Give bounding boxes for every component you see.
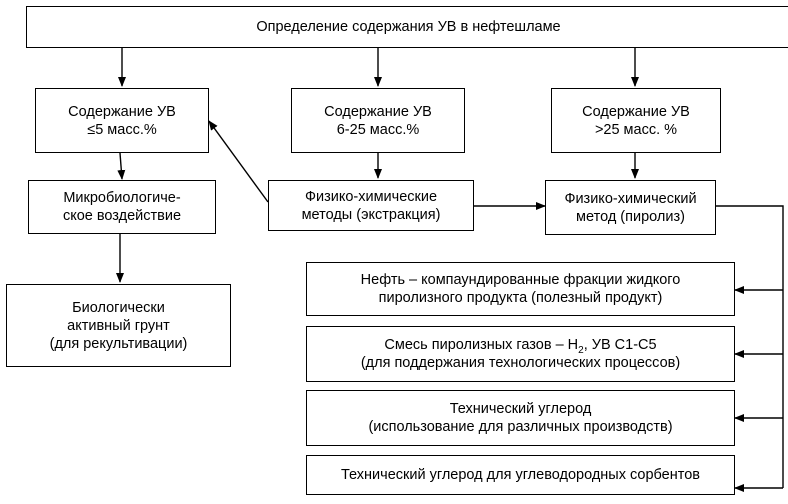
extraction-method-line1: Физико-химические (304, 188, 438, 205)
product-oil-line1: Нефть – компаундированные фракции жидког… (360, 272, 681, 288)
content-low-line1: Содержание УВ (68, 103, 176, 120)
extraction-method-line2: методы (экстракция) (301, 206, 441, 223)
product-sorbent-box: Технический углерод для углеводородных с… (306, 455, 735, 495)
content-low-box: Содержание УВ ≤5 масс.% (35, 88, 209, 153)
content-mid-line2: 6-25 масс.% (336, 121, 420, 138)
arrow-low-to-micro (117, 152, 126, 180)
micro-method-line2: ское воздействие (62, 208, 182, 224)
biological-soil-line1: Биологически (72, 299, 165, 316)
biological-soil-line3: (для рекультивации) (49, 335, 188, 352)
arrow-extraction-to-low (208, 120, 269, 203)
micro-method-box: Микробиологиче- ское воздействие (28, 180, 216, 234)
product-gas-line2: (для поддержания технологических процесс… (360, 355, 681, 371)
content-mid-box: Содержание УВ 6-25 масс.% (291, 88, 465, 153)
pyrolysis-method-box: Физико-химический метод (пиролиз) (545, 180, 716, 235)
product-carbon-line1: Технический углерод (449, 401, 592, 417)
biological-soil-line2: активный грунт (67, 317, 170, 334)
title-box: Определение содержания УВ в нефтешламе (26, 6, 788, 48)
title-text: Определение содержания УВ в нефтешламе (256, 19, 561, 35)
product-gas-line1: Смесь пиролизных газов – Н2, УВ С1-С5 (384, 336, 657, 356)
product-gas-prefix: Смесь пиролизных газов – Н (384, 337, 579, 353)
product-gas-box: Смесь пиролизных газов – Н2, УВ С1-С5 (д… (306, 326, 735, 382)
content-mid-line1: Содержание УВ (324, 103, 432, 120)
content-high-box: Содержание УВ >25 масс. % (551, 88, 721, 153)
pyrolysis-outlet-line (716, 205, 784, 488)
extraction-method-box: Физико-химические методы (экстракция) (268, 180, 474, 231)
product-oil-line2: пиролизного продукта (полезный продукт) (378, 290, 663, 306)
product-carbon-line2: (использование для различных производств… (368, 419, 673, 435)
micro-method-line1: Микробиологиче- (63, 190, 181, 206)
product-gas-suffix: , УВ С1-С5 (583, 337, 657, 353)
content-high-line2: >25 масс. % (594, 121, 678, 138)
product-carbon-box: Технический углерод (использование для р… (306, 390, 735, 446)
biological-soil-box: Биологически активный грунт (для рекульт… (6, 284, 231, 367)
product-oil-box: Нефть – компаундированные фракции жидког… (306, 262, 735, 316)
pyrolysis-method-line2: метод (пиролиз) (576, 208, 685, 225)
content-low-line2: ≤5 масс.% (87, 121, 157, 138)
product-gas-subscript: 2 (578, 344, 584, 356)
product-sorbent-line: Технический углерод для углеводородных с… (341, 467, 700, 483)
pyrolysis-method-line1: Физико-химический (564, 190, 697, 207)
content-high-line1: Содержание УВ (582, 103, 690, 120)
